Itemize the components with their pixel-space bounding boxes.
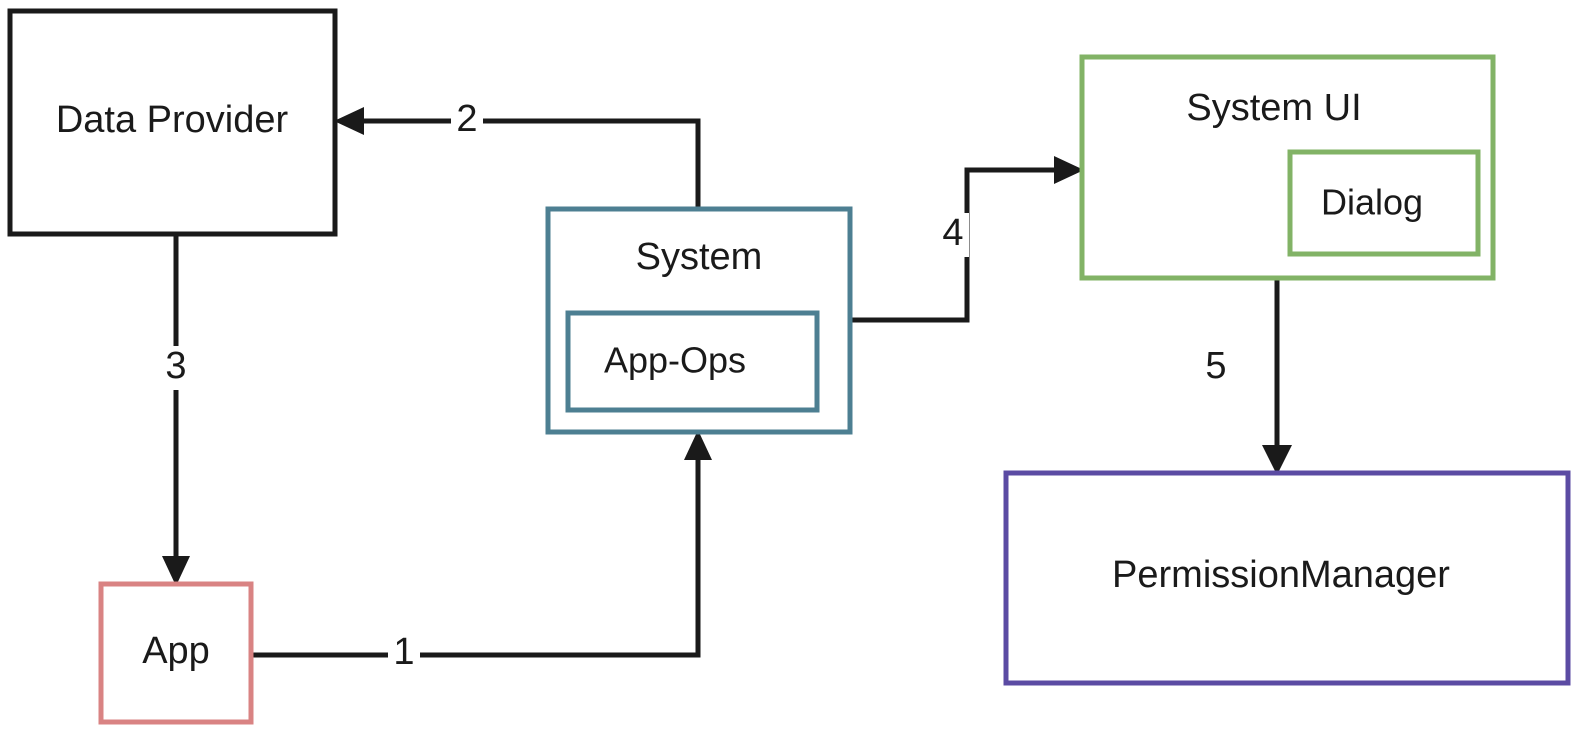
edge-1-line — [251, 446, 701, 658]
edge-5-system-ui-to-permission-manager[interactable] — [1262, 278, 1292, 475]
edge-label-1: 1 — [393, 631, 414, 673]
edge-3-data-provider-to-app[interactable] — [162, 234, 190, 586]
app-ops-label: App-Ops — [604, 340, 746, 381]
edge-1-arrowhead — [684, 430, 712, 460]
edge-2-system-to-data-provider[interactable] — [334, 107, 701, 209]
edge-label-5-group: 5 — [1200, 345, 1232, 390]
node-app-ops[interactable]: App-Ops — [565, 310, 820, 413]
edge-label-5: 5 — [1205, 345, 1226, 387]
node-permission-manager[interactable]: PermissionManager — [1003, 470, 1571, 686]
app-label: App — [142, 630, 210, 672]
edge-label-4-backdrop — [937, 213, 969, 257]
node-data-provider[interactable]: Data Provider — [7, 8, 338, 237]
edge-2-arrowhead — [334, 107, 364, 135]
permission-manager-label: PermissionManager — [1112, 554, 1450, 596]
node-dialog[interactable]: Dialog — [1287, 149, 1481, 257]
system-label: System — [636, 236, 763, 278]
edge-label-3-group: 3 — [160, 345, 192, 390]
edge-2-line — [350, 118, 701, 209]
data-provider-label: Data Provider — [56, 99, 289, 141]
edge-label-3: 3 — [165, 345, 186, 387]
system-ui-label: System UI — [1186, 87, 1361, 129]
edge-3-arrowhead — [162, 556, 190, 586]
app-ops-box — [565, 310, 820, 413]
edge-label-4: 4 — [942, 212, 963, 254]
edge-1-app-to-system[interactable] — [251, 430, 712, 658]
edges-layer — [162, 107, 1292, 658]
edge-label-1-group: 1 — [388, 631, 420, 674]
data-provider-box — [7, 8, 338, 237]
edge-label-3-backdrop — [160, 346, 192, 390]
edge-labels-layer: 1 2 3 4 5 — [160, 98, 1232, 674]
edge-label-2-group: 2 — [451, 98, 483, 141]
node-app[interactable]: App — [98, 581, 254, 725]
edge-4-arrowhead — [1054, 156, 1084, 184]
app-box — [98, 581, 254, 725]
dialog-box — [1287, 149, 1481, 257]
dialog-label: Dialog — [1321, 182, 1423, 223]
edge-label-2-backdrop — [451, 101, 483, 141]
edge-label-1-backdrop — [388, 634, 420, 674]
edge-label-2: 2 — [456, 98, 477, 140]
permission-manager-box — [1003, 470, 1571, 686]
edge-label-5-backdrop — [1200, 346, 1232, 390]
nodes-layer: Data Provider App System App-Ops System … — [7, 8, 1571, 725]
edge-label-4-group: 4 — [937, 212, 969, 257]
edge-5-arrowhead — [1262, 445, 1292, 475]
